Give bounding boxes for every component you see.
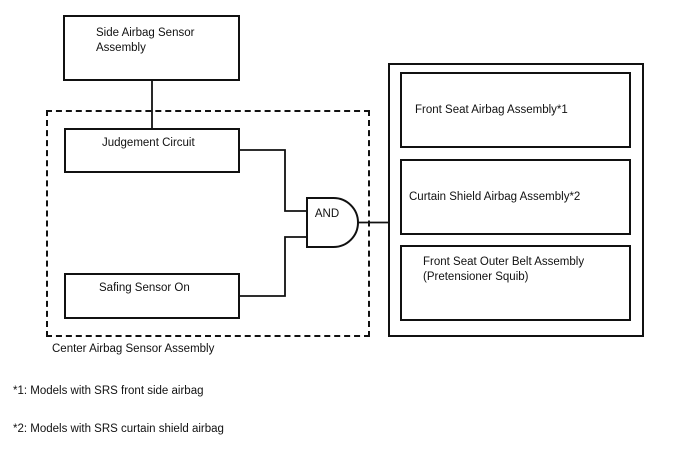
footnote-srs-front-side-airbag: *1: Models with SRS front side airbag	[13, 385, 204, 397]
connector-safing-to-and	[240, 236, 307, 297]
front-seat-airbag-assembly-box: Front Seat Airbag Assembly*1	[400, 72, 631, 148]
curtain-shield-airbag-assembly-box: Curtain Shield Airbag Assembly*2	[400, 159, 631, 235]
and-gate-label: AND	[315, 208, 339, 220]
center-airbag-sensor-assembly-container	[46, 110, 370, 337]
center-airbag-sensor-assembly-label: Center Airbag Sensor Assembly	[52, 343, 215, 355]
connector-judgement-to-and	[240, 149, 307, 212]
safing-sensor-on-box: Safing Sensor On	[64, 273, 240, 319]
and-gate-shape	[306, 197, 359, 248]
front-seat-outer-belt-assembly-box: Front Seat Outer Belt Assembly (Pretensi…	[400, 245, 631, 321]
footnote-srs-curtain-shield-airbag: *2: Models with SRS curtain shield airba…	[13, 423, 224, 435]
side-airbag-sensor-assembly-box: Side Airbag Sensor Assembly	[63, 15, 240, 81]
judgement-circuit-box: Judgement Circuit	[64, 128, 240, 173]
